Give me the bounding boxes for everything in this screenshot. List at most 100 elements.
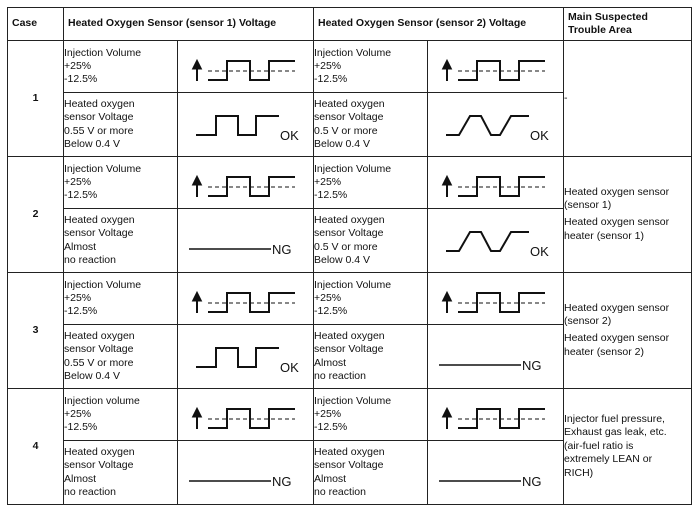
- injection-text-line: -12.5%: [64, 421, 98, 434]
- injection-arrow-head: [441, 174, 452, 186]
- result-label: NG: [272, 242, 292, 257]
- result-label: OK: [280, 128, 299, 143]
- injection-text-line: -12.5%: [314, 421, 348, 434]
- injection-text-line: -12.5%: [314, 189, 348, 202]
- header-row: Case Heated Oxygen Sensor (sensor 1) Vol…: [7, 7, 692, 41]
- sensor1-injection-waveform: [177, 387, 314, 442]
- voltage-text-line: no reaction: [314, 486, 366, 499]
- injection-text-line: Injection Volume: [64, 46, 142, 59]
- injection-text-line: Injection Volume: [314, 278, 392, 291]
- sensor2-voltage-waveform: OK: [427, 92, 564, 157]
- injection-arrow-head: [441, 406, 452, 418]
- voltage-text-line: Almost: [64, 472, 97, 485]
- injection-text-line: Injection Volume: [314, 394, 392, 407]
- voltage-text-line: 0.5 V or more: [314, 240, 378, 253]
- sensor1-injection-label: Injection Volume+25%-12.5%: [63, 39, 178, 94]
- voltage-text-line: Below 0.4 V: [314, 254, 371, 267]
- injection-text-line: Injection Volume: [314, 46, 392, 59]
- injection-text-line: -12.5%: [314, 305, 348, 318]
- response-wave-path: [445, 114, 529, 136]
- injection-waveform-icon: [191, 406, 295, 429]
- voltage-text-line: sensor Voltage: [314, 459, 384, 472]
- voltage-text-line: Heated oxygen: [64, 329, 135, 342]
- result-label: NG: [272, 474, 292, 489]
- injection-text-line: +25%: [64, 175, 92, 188]
- trouble-text-line: Heated oxygen sensor: [564, 301, 670, 314]
- suspected-trouble-area: Heated oxygen sensor(sensor 2)Heated oxy…: [563, 271, 692, 389]
- trouble-text-line: -: [564, 91, 568, 104]
- suspected-trouble-area: Heated oxygen sensor(sensor 1)Heated oxy…: [563, 155, 692, 273]
- voltage-text-line: sensor Voltage: [64, 343, 134, 356]
- injection-arrow-head: [191, 406, 202, 418]
- voltage-text-line: no reaction: [64, 254, 116, 267]
- sensor2-voltage-waveform: NG: [427, 324, 564, 389]
- trouble-text-line: heater (sensor 1): [564, 229, 644, 242]
- voltage-text-line: 0.55 V or more: [64, 124, 134, 137]
- sensor2-voltage-waveform: OK: [427, 208, 564, 273]
- sensor1-injection-waveform: [177, 39, 314, 94]
- voltage-text-line: no reaction: [314, 370, 366, 383]
- case-number: 4: [7, 387, 64, 506]
- voltage-text-line: Below 0.4 V: [314, 138, 371, 151]
- voltage-text-line: Almost: [64, 240, 97, 253]
- voltage-text-line: Almost: [314, 356, 347, 369]
- injection-text-line: -12.5%: [64, 189, 98, 202]
- sensor1-injection-waveform: [177, 271, 314, 326]
- suspected-trouble-area: Injector fuel pressure,Exhaust gas leak,…: [563, 387, 692, 506]
- voltage-text-line: Heated oxygen: [314, 213, 385, 226]
- voltage-text-line: Heated oxygen: [64, 445, 135, 458]
- voltage-text-line: 0.55 V or more: [64, 356, 134, 369]
- injection-text-line: +25%: [314, 60, 342, 72]
- injection-text-line: Injection Volume: [314, 162, 392, 175]
- header-trouble-line2: Trouble Area: [568, 24, 632, 36]
- injection-text-line: -12.5%: [64, 73, 98, 86]
- sensor1-voltage-waveform: NG: [177, 208, 314, 273]
- injection-text-line: Injection Volume: [64, 162, 142, 175]
- voltage-text-line: 0.5 V or more: [314, 124, 378, 137]
- voltage-text-line: Heated oxygen: [314, 329, 385, 342]
- sensor2-injection-waveform: [427, 387, 564, 442]
- header-sensor2: Heated Oxygen Sensor (sensor 2) Voltage: [313, 7, 564, 41]
- flat-no-reaction-line-icon: NG: [438, 358, 542, 373]
- sensor1-voltage-waveform: NG: [177, 440, 314, 505]
- voltage-text-line: sensor Voltage: [314, 227, 384, 240]
- header-trouble: Main Suspected Trouble Area: [563, 7, 692, 41]
- voltage-text-line: sensor Voltage: [64, 227, 134, 240]
- sensor2-injection-label: Injection Volume+25%-12.5%: [313, 39, 428, 94]
- trapezoid-response-waveform-icon: OK: [445, 114, 549, 143]
- injection-waveform-icon: [441, 58, 545, 81]
- trouble-text-line: (sensor 2): [564, 315, 612, 328]
- response-wave-path: [195, 114, 279, 136]
- voltage-text-line: Below 0.4 V: [64, 370, 121, 383]
- flat-no-reaction-line-icon: NG: [188, 474, 292, 489]
- header-trouble-line1: Main Suspected: [568, 10, 648, 23]
- result-label: NG: [522, 474, 542, 489]
- square-response-waveform-icon: OK: [195, 114, 299, 143]
- injection-text-line: +25%: [64, 407, 92, 420]
- sensor2-injection-label: Injection Volume+25%-12.5%: [313, 387, 428, 442]
- injection-arrow-head: [191, 290, 202, 302]
- injection-text-line: Injection volume: [64, 394, 140, 407]
- flat-no-reaction-line-icon: NG: [438, 474, 542, 489]
- trouble-text-line: Heated oxygen sensor: [564, 185, 670, 198]
- injection-waveform-icon: [441, 406, 545, 429]
- diagnosis-table: Case Heated Oxygen Sensor (sensor 1) Vol…: [7, 7, 692, 506]
- voltage-text-line: Below 0.4 V: [64, 138, 121, 151]
- voltage-text-line: Heated oxygen: [314, 445, 385, 458]
- injection-waveform-icon: [191, 58, 295, 81]
- sensor1-voltage-waveform: OK: [177, 92, 314, 157]
- voltage-text-line: Almost: [314, 472, 347, 485]
- voltage-text-line: sensor Voltage: [64, 111, 134, 124]
- result-label: NG: [522, 358, 542, 373]
